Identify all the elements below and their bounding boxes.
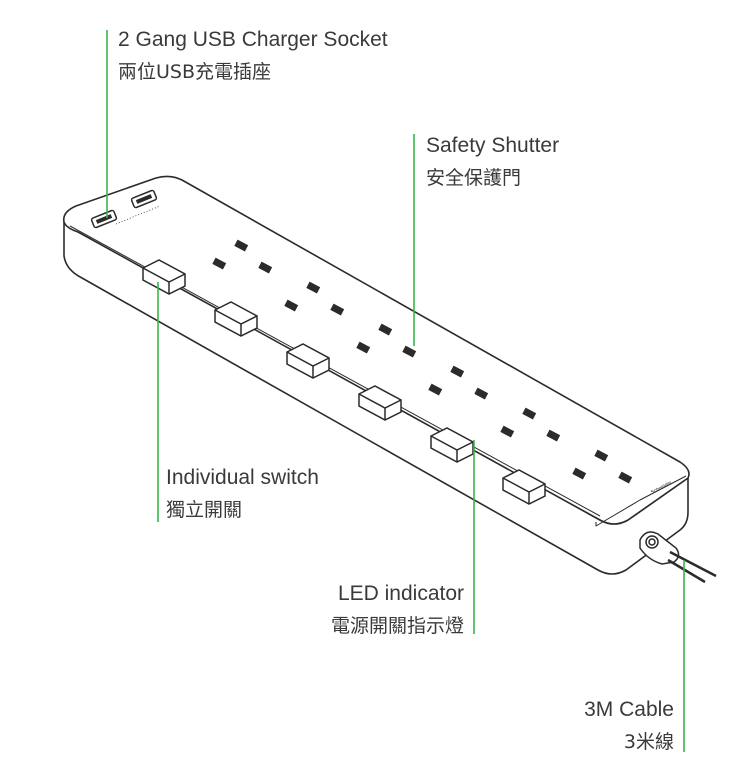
socket-switch-2[interactable] bbox=[214, 301, 258, 337]
switch-callout-en: Individual switch bbox=[166, 466, 319, 489]
socket-3-pin-hole-3 bbox=[402, 345, 417, 358]
shutter-callout-en: Safety Shutter bbox=[426, 134, 560, 157]
led-callout: LED indicator 電源開關指示燈 bbox=[331, 578, 464, 642]
socket-switch-5[interactable] bbox=[430, 427, 474, 463]
led-callout-en: LED indicator bbox=[337, 582, 464, 605]
socket-2-pin-hole-3 bbox=[330, 303, 345, 316]
socket-6-pin-hole-2 bbox=[572, 467, 587, 480]
usb-ports bbox=[90, 189, 161, 229]
socket-1-pin-hole-2 bbox=[212, 257, 227, 270]
socket-5-pin-hole-3 bbox=[546, 429, 561, 442]
socket-6-pin-hole-3 bbox=[618, 471, 633, 484]
usb-callout: 2 Gang USB Charger Socket 兩位USB充電插座 bbox=[118, 24, 388, 88]
end-plate bbox=[595, 475, 687, 527]
socket-2-pin-hole-1 bbox=[306, 281, 321, 294]
sockets bbox=[212, 239, 633, 484]
cable-callout-en: 3M Cable bbox=[584, 698, 674, 721]
cable-strain-relief bbox=[639, 531, 680, 565]
cable-callout: 3M Cable 3米線 bbox=[584, 694, 674, 758]
usb-port-1 bbox=[90, 209, 118, 229]
switches[interactable] bbox=[142, 259, 546, 505]
usb-callout-zh: 兩位USB充電插座 bbox=[118, 61, 272, 83]
usb-port-2 bbox=[130, 189, 158, 209]
socket-5-pin-hole-1 bbox=[522, 407, 537, 420]
shutter-callout-zh: 安全保護門 bbox=[426, 167, 522, 189]
socket-6-pin-hole-1 bbox=[594, 449, 609, 462]
cable-wire bbox=[669, 550, 717, 578]
socket-1-pin-hole-1 bbox=[234, 239, 249, 252]
shutter-callout: Safety Shutter 安全保護門 bbox=[426, 130, 559, 194]
socket-switch-3[interactable] bbox=[286, 343, 330, 379]
socket-4-pin-hole-2 bbox=[428, 383, 443, 396]
socket-switch-1[interactable] bbox=[142, 259, 186, 295]
socket-4-pin-hole-3 bbox=[474, 387, 489, 400]
usb-callout-en: 2 Gang USB Charger Socket bbox=[118, 28, 388, 51]
socket-switch-6[interactable] bbox=[502, 469, 546, 505]
socket-5-pin-hole-2 bbox=[500, 425, 515, 438]
socket-2-pin-hole-2 bbox=[284, 299, 299, 312]
socket-3-pin-hole-2 bbox=[356, 341, 371, 354]
socket-switch-4[interactable] bbox=[358, 385, 402, 421]
switch-callout-zh: 獨立開關 bbox=[166, 499, 243, 521]
socket-3-pin-hole-1 bbox=[378, 323, 393, 336]
socket-4-pin-hole-1 bbox=[450, 365, 465, 378]
switch-callout: Individual switch 獨立開關 bbox=[166, 462, 319, 526]
led-callout-zh: 電源開關指示燈 bbox=[330, 615, 464, 637]
cable bbox=[639, 531, 717, 584]
cable-callout-zh: 3米線 bbox=[623, 731, 674, 753]
socket-1-pin-hole-3 bbox=[258, 261, 273, 274]
